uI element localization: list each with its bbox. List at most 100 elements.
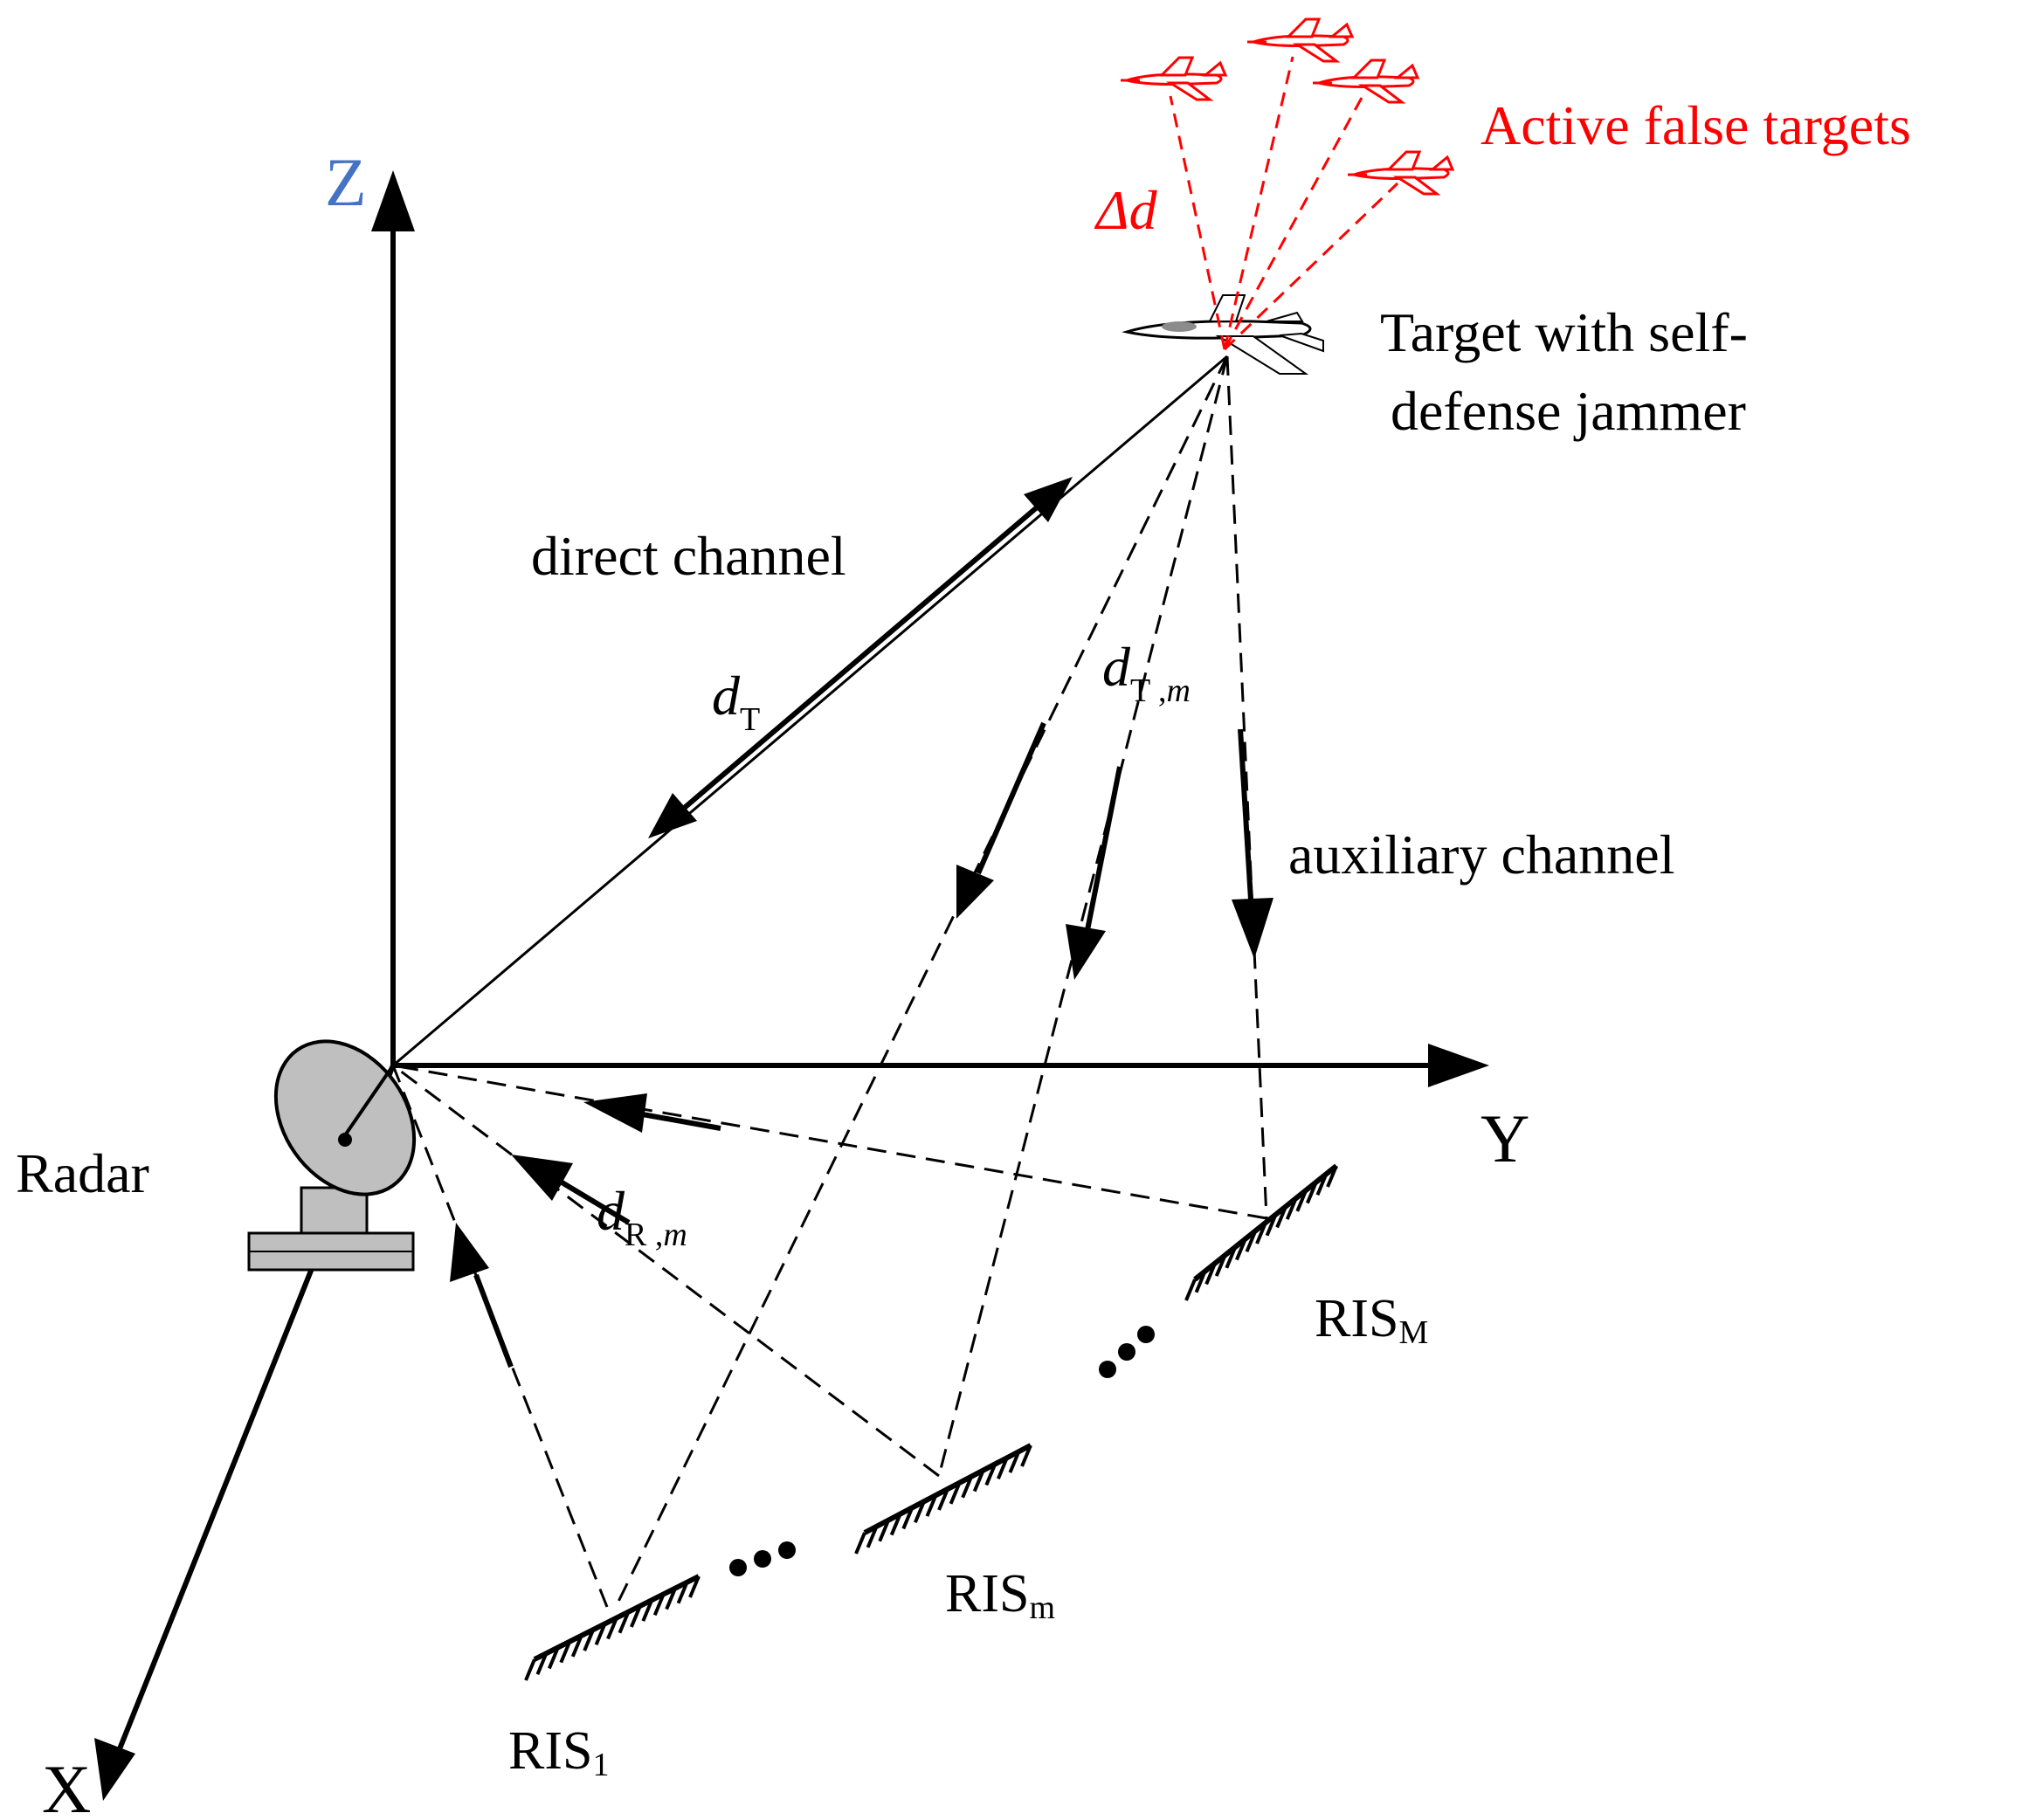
ris1-label: RIS1 [508, 1721, 609, 1783]
delta-d-label: Δd [1094, 179, 1158, 241]
active-false-targets-label: Active false targets [1480, 94, 1911, 156]
ris-hatch-mark [972, 1469, 985, 1493]
false-target-aircraft-icon [1348, 150, 1455, 196]
return-arrow-3-head [583, 1093, 647, 1133]
ris-hatch-mark [997, 1457, 1009, 1480]
ris-hatch-mark [1265, 1213, 1278, 1237]
ris1-to-radar-path [391, 1065, 609, 1608]
ris-hatch-mark [1184, 1279, 1197, 1301]
ris-hatch-mark [1225, 1246, 1238, 1269]
ellipsis-dots-lower [729, 1541, 796, 1576]
ris-hatch-mark [583, 1629, 595, 1651]
ris-M-to-radar-path [392, 1064, 1267, 1220]
y-axis-label: Y [1480, 1100, 1529, 1176]
ris-hatch-mark [1315, 1173, 1329, 1196]
ris-hatch-mark [559, 1640, 572, 1664]
target-aircraft-icon [1122, 294, 1324, 375]
ris-hatch-mark [665, 1587, 677, 1610]
ris-hatch-mark [630, 1605, 642, 1628]
false-target-aircraft-icon [1247, 17, 1355, 63]
auxiliary-channel-paths [614, 355, 1273, 1608]
ris-hatch-mark [866, 1526, 879, 1548]
ris-hatch-mark [925, 1494, 938, 1517]
ris-hatch-mark [594, 1623, 607, 1646]
direct-channel [392, 355, 1228, 1067]
ris-hatch-mark [535, 1652, 549, 1675]
ris-hatch-mark [1194, 1270, 1207, 1293]
ris-m-to-radar-path [392, 1064, 940, 1478]
ris-hatch-mark [854, 1532, 866, 1555]
ris-hatch-mark [937, 1488, 949, 1511]
x-axis-label: X [42, 1751, 91, 1820]
ris-hatch-mark [548, 1646, 560, 1670]
jamming-beam-1 [1169, 95, 1226, 350]
d-T-label: dT [712, 665, 760, 738]
direct-channel-line [392, 355, 1228, 1067]
ris-hatch-mark [1295, 1189, 1308, 1212]
aux-arrow-2-shaft [1085, 766, 1122, 931]
target-label-line1: Target with self- [1380, 301, 1748, 363]
radar-label: Radar [16, 1142, 149, 1204]
aux-arrow-1-head [956, 865, 994, 919]
direct-channel-label: direct channel [531, 525, 846, 587]
ris-hatch-mark [1275, 1205, 1287, 1229]
x-axis-arrowhead [94, 1738, 135, 1801]
ris-hatch-mark [914, 1500, 926, 1524]
direct-channel-arrowhead-down [648, 793, 697, 838]
return-arrow-2-head [511, 1155, 573, 1201]
target-label-line2: defense jammer [1391, 380, 1746, 442]
ris-surfaces [524, 1163, 1338, 1681]
ris-hatch-mark [889, 1513, 902, 1536]
ris-hatch-mark [984, 1463, 997, 1486]
ris-hatch-mark [949, 1482, 962, 1505]
target-to-ris-m-path [937, 355, 1229, 1477]
ris-m-surface [854, 1443, 1032, 1555]
ris-hatch-mark [1285, 1197, 1298, 1220]
ris-hatch-mark [901, 1506, 915, 1530]
auxiliary-channel-label: auxiliary channel [1288, 824, 1674, 886]
aux-arrow-1-shaft [976, 721, 1046, 875]
false-targets [1121, 17, 1455, 196]
return-arrow-2-shaft [557, 1178, 631, 1225]
ris1-surface [524, 1574, 701, 1681]
false-target-aircraft-icon [1313, 59, 1420, 104]
return-arrow-1-head [450, 1223, 489, 1282]
ris-hatch-mark [1245, 1230, 1258, 1253]
jamming-beams [1169, 56, 1399, 351]
aux-arrow-2-head [1066, 924, 1106, 980]
radar-dish-icon [247, 1039, 417, 1272]
ris-hatch-mark [878, 1519, 890, 1542]
ris-hatch-mark [1306, 1181, 1318, 1204]
false-target-aircraft-icon [1121, 56, 1228, 101]
ris-hatch-mark [1326, 1165, 1338, 1188]
aux-arrow-3-head [1232, 898, 1273, 959]
ris-hatch-mark [688, 1575, 701, 1598]
d-R-m-label: dR ,m [597, 1180, 687, 1253]
direct-channel-arrow-shaft [662, 495, 1050, 828]
d-T-m-label: dT ,m [1102, 636, 1191, 709]
jamming-beam-3 [1223, 95, 1364, 350]
z-axis-arrowhead [371, 170, 415, 231]
jamming-beam-2 [1223, 56, 1294, 350]
ris-m-label: RISm [945, 1564, 1055, 1626]
target-to-ris1-path [614, 355, 1229, 1608]
ris-M-label: RISM [1315, 1289, 1428, 1351]
return-arrow-3-shaft [637, 1111, 721, 1131]
ris-hatch-mark [1235, 1237, 1247, 1261]
ris-hatch-mark [606, 1617, 618, 1640]
return-arrow-1-shaft [473, 1273, 514, 1368]
ellipsis-dots-upper [1099, 1326, 1155, 1378]
jamming-beam-4 [1223, 182, 1399, 351]
ris-M-surface [1184, 1163, 1338, 1301]
ris-hatch-mark [1255, 1222, 1267, 1244]
aux-arrow-3-shaft [1238, 728, 1253, 900]
direct-channel-arrowhead-up [1024, 477, 1073, 522]
ris-to-radar-paths [391, 1064, 1267, 1608]
ris-hatch-mark [1020, 1444, 1032, 1467]
ris-hatch-mark [618, 1610, 631, 1634]
target-to-ris-M-path [1225, 355, 1268, 1219]
ris-hatch-mark [652, 1593, 666, 1617]
ris-hatch-mark [676, 1582, 689, 1604]
